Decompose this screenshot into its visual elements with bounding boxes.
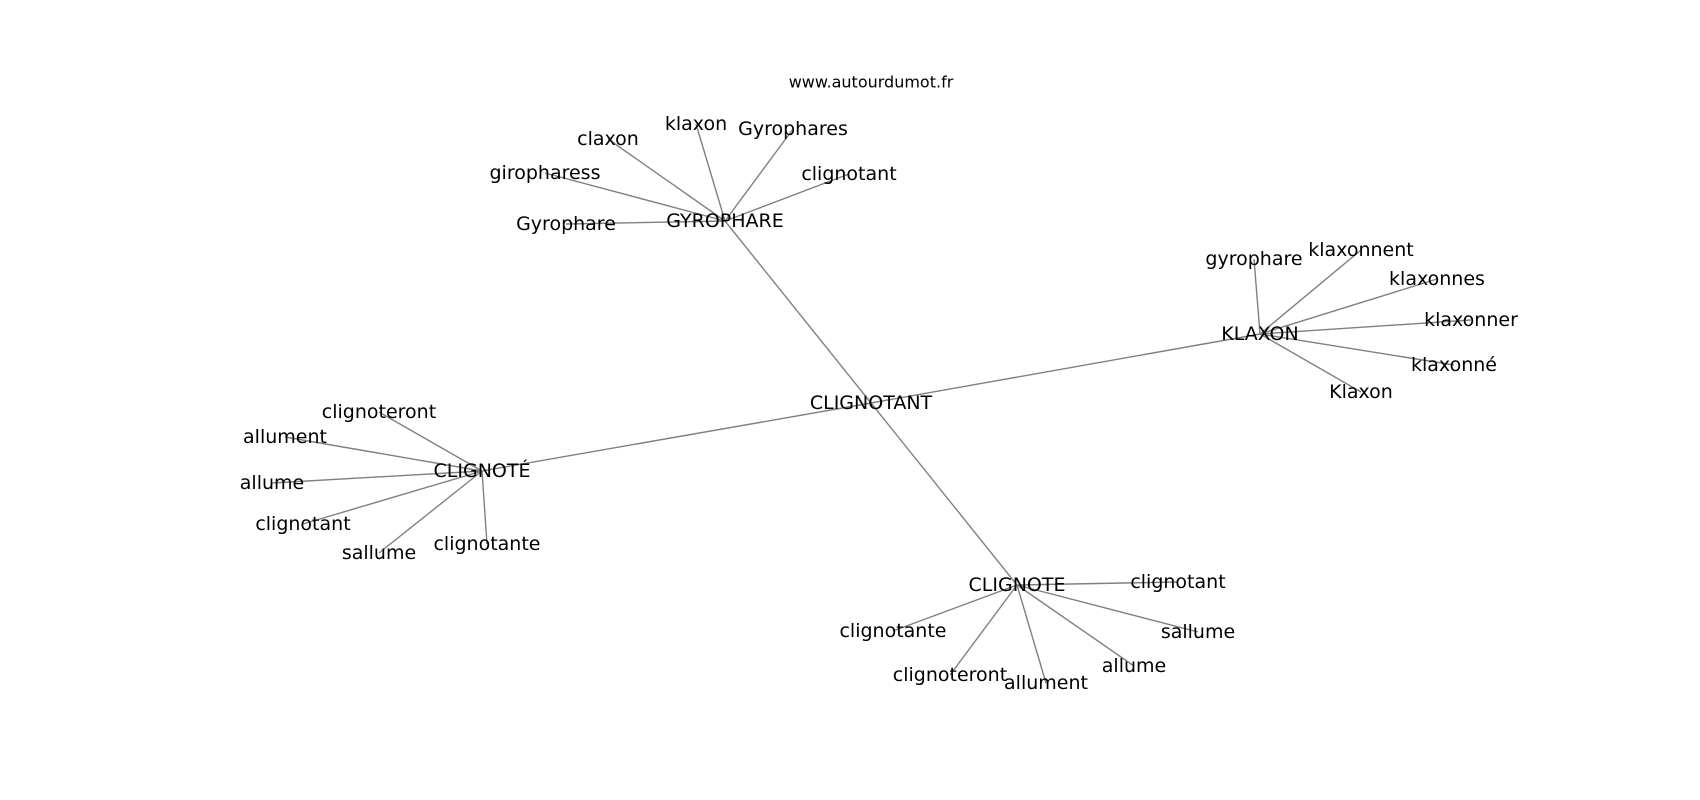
node-allument[interactable]: allument: [243, 426, 327, 448]
node-gyrophare[interactable]: Gyrophare: [516, 213, 616, 235]
edge-center-clignote-accent: [481, 402, 872, 472]
edge-gyrophare-gyrophare: [565, 220, 726, 225]
node-sallume[interactable]: sallume: [342, 542, 416, 564]
edge-klaxon-klaxonner: [1259, 319, 1472, 335]
edge-klaxon-klaxonnent: [1259, 249, 1362, 335]
edge-center-klaxon: [870, 333, 1261, 404]
node-claxon[interactable]: claxon: [577, 128, 639, 150]
edge-clignote-accent-clignoteront: [378, 411, 483, 472]
node-gyrophare[interactable]: gyrophare: [1205, 248, 1302, 270]
edge-klaxon-gyrophare: [1253, 258, 1261, 335]
edge-center-gyrophare: [724, 220, 872, 404]
node-klaxonne[interactable]: klaxonné: [1411, 354, 1497, 376]
edge-gyrophare-claxon: [607, 138, 726, 222]
edge-clignote-sallume: [1016, 584, 1199, 633]
edge-clignote-accent-clignotante: [481, 470, 488, 545]
edge-clignote-accent-allument: [284, 436, 483, 472]
node-klaxonner[interactable]: klaxonner: [1424, 309, 1518, 331]
node-clignotante[interactable]: clignotante: [433, 533, 540, 555]
node-gyrophare-hub[interactable]: GYROPHARE: [666, 210, 784, 232]
node-klaxonnes[interactable]: klaxonnes: [1389, 268, 1485, 290]
edge-gyrophare-klaxon: [695, 123, 726, 222]
node-klaxon-hub[interactable]: KLAXON: [1221, 323, 1298, 345]
node-klaxonnent[interactable]: klaxonnent: [1308, 239, 1413, 261]
edge-clignote-accent-sallume: [378, 470, 483, 554]
node-gyrophares[interactable]: Gyrophares: [738, 118, 848, 140]
node-klaxon[interactable]: klaxon: [665, 113, 727, 135]
node-sallume[interactable]: sallume: [1161, 621, 1235, 643]
site-watermark: www.autourdumot.fr: [789, 73, 954, 92]
graph-nodes: CLIGNOTANT GYROPHARE KLAXON CLIGNOTÉ CLI…: [240, 113, 1518, 694]
edge-clignote-clignotante: [892, 584, 1018, 632]
edge-center-clignote: [870, 402, 1018, 586]
node-klaxon[interactable]: Klaxon: [1329, 381, 1393, 403]
graph-edges: [271, 123, 1472, 684]
edge-gyrophare-giropharess: [544, 172, 726, 222]
edge-klaxon-klaxonnes: [1259, 278, 1438, 335]
node-clignotant[interactable]: clignotant: [801, 163, 896, 185]
edge-gyrophare-gyrophares: [724, 128, 794, 222]
node-giropharess[interactable]: giropharess: [490, 162, 601, 184]
node-clignote-accent-hub[interactable]: CLIGNOTÉ: [434, 459, 531, 482]
edge-gyrophare-clignotant: [724, 173, 850, 222]
node-allume[interactable]: allume: [240, 472, 304, 494]
edge-clignote-accent-allume: [271, 470, 483, 484]
node-clignotant[interactable]: clignotant: [1130, 571, 1225, 593]
edge-clignote-allume: [1016, 584, 1135, 667]
edge-clignote-accent-clignotant: [302, 470, 483, 525]
edge-clignote-clignoteront: [949, 584, 1018, 676]
node-clignotant[interactable]: clignotant: [255, 513, 350, 535]
edge-clignote-allument: [1016, 584, 1047, 684]
node-allument[interactable]: allument: [1004, 672, 1088, 694]
node-clignotant-center[interactable]: CLIGNOTANT: [810, 392, 933, 414]
edge-klaxon-klaxon: [1259, 333, 1362, 393]
node-clignote-hub[interactable]: CLIGNOTE: [969, 574, 1066, 596]
edge-clignote-clignotant: [1016, 581, 1179, 586]
node-allume[interactable]: allume: [1102, 655, 1166, 677]
node-clignotante[interactable]: clignotante: [839, 620, 946, 642]
node-clignoteront[interactable]: clignoteront: [893, 664, 1007, 686]
node-clignoteront[interactable]: clignoteront: [322, 401, 436, 423]
edge-klaxon-klaxonne: [1259, 333, 1455, 366]
